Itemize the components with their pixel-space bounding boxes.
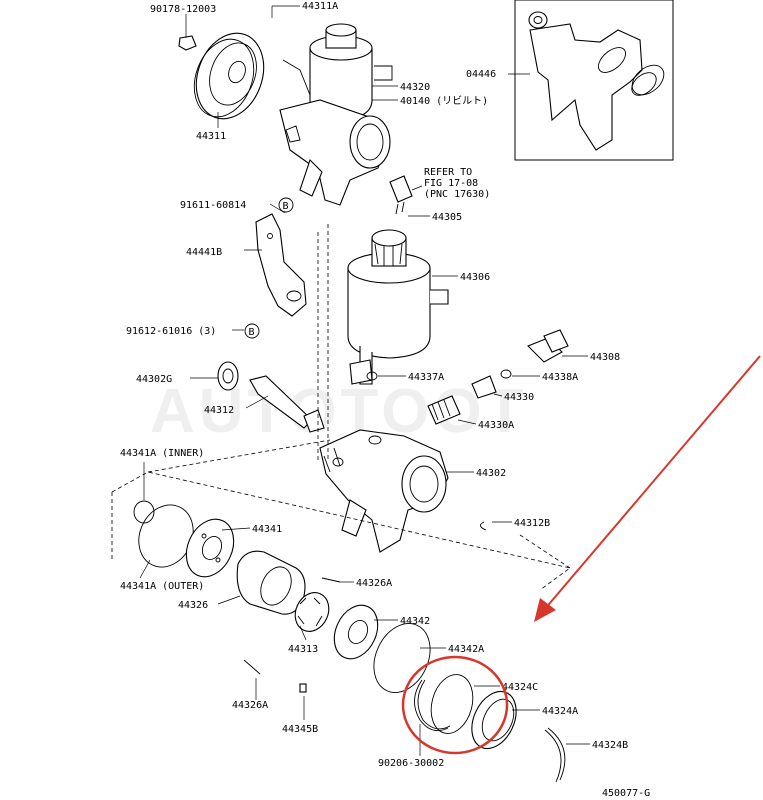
label-44306: 44306: [460, 272, 490, 283]
label-44342a: 44342A: [448, 644, 484, 655]
label-44320: 44320: [400, 82, 430, 93]
label-44324a: 44324A: [542, 706, 578, 717]
fittings-right: [366, 329, 569, 425]
label-44337a: 44337A: [408, 372, 444, 383]
label-44341a-inner: 44341A (INNER): [120, 448, 204, 459]
clip-44312b: [480, 521, 487, 531]
label-44324c: 44324C: [502, 682, 538, 693]
label-44311: 44311: [196, 131, 226, 142]
label-90206-30002: 90206-30002: [378, 758, 444, 769]
kit-inset: [508, 0, 674, 161]
label-44341a-outer: 44341A (OUTER): [120, 581, 204, 592]
figure-code: 450077-G: [602, 788, 650, 799]
label-44305: 44305: [432, 212, 462, 223]
label-44342: 44342: [400, 616, 430, 627]
label-04446: 04446: [466, 69, 496, 80]
label-44302g: 44302G: [136, 374, 172, 385]
label-91612-61016: 91612-61016 (3): [126, 326, 216, 337]
watermark: AUTOTOOT: [150, 377, 528, 446]
svg-text:B: B: [249, 327, 255, 338]
label-44311a: 44311A: [302, 1, 338, 12]
label-44302: 44302: [476, 468, 506, 479]
pump-body-44302: [319, 429, 449, 553]
bracket-44441b: [255, 203, 307, 317]
label-44330a: 44330A: [478, 420, 514, 431]
label-44326: 44326: [178, 600, 208, 611]
leader-lines: [139, 5, 590, 756]
label-44345b: 44345B: [282, 724, 318, 735]
label-44341: 44341: [252, 524, 282, 535]
highlight-circle: [401, 655, 509, 755]
label-refer-to: REFER TO: [424, 167, 472, 178]
label-44330: 44330: [504, 392, 534, 403]
pump-assembly-top: [178, 23, 413, 215]
label-44324b: 44324B: [592, 740, 628, 751]
label-44313: 44313: [288, 644, 318, 655]
svg-text:B: B: [283, 201, 289, 212]
label-44338a: 44338A: [542, 372, 578, 383]
shaft-bearing: [217, 361, 325, 433]
label-44326a-bottom: 44326A: [232, 700, 268, 711]
label-44441b: 44441B: [186, 247, 222, 258]
reservoir-middle: [347, 229, 449, 385]
badge-b-top: B: [278, 197, 294, 213]
red-arrow: [534, 355, 761, 622]
label-90178-12003: 90178-12003: [150, 4, 216, 15]
label-91611-60814: 91611-60814: [180, 200, 246, 211]
dashed-group: [111, 224, 571, 591]
label-refer-fig: FIG 17-08: [424, 178, 478, 189]
label-refer-pnc: (PNC 17630): [424, 189, 490, 200]
label-44308: 44308: [590, 352, 620, 363]
label-44312b: 44312B: [514, 518, 550, 529]
label-40140: 40140 (リビルト): [400, 95, 488, 107]
lower-parts: [133, 500, 566, 783]
label-44312: 44312: [204, 405, 234, 416]
label-44326a-top: 44326A: [356, 578, 392, 589]
badge-b-bottom: B: [244, 323, 260, 339]
